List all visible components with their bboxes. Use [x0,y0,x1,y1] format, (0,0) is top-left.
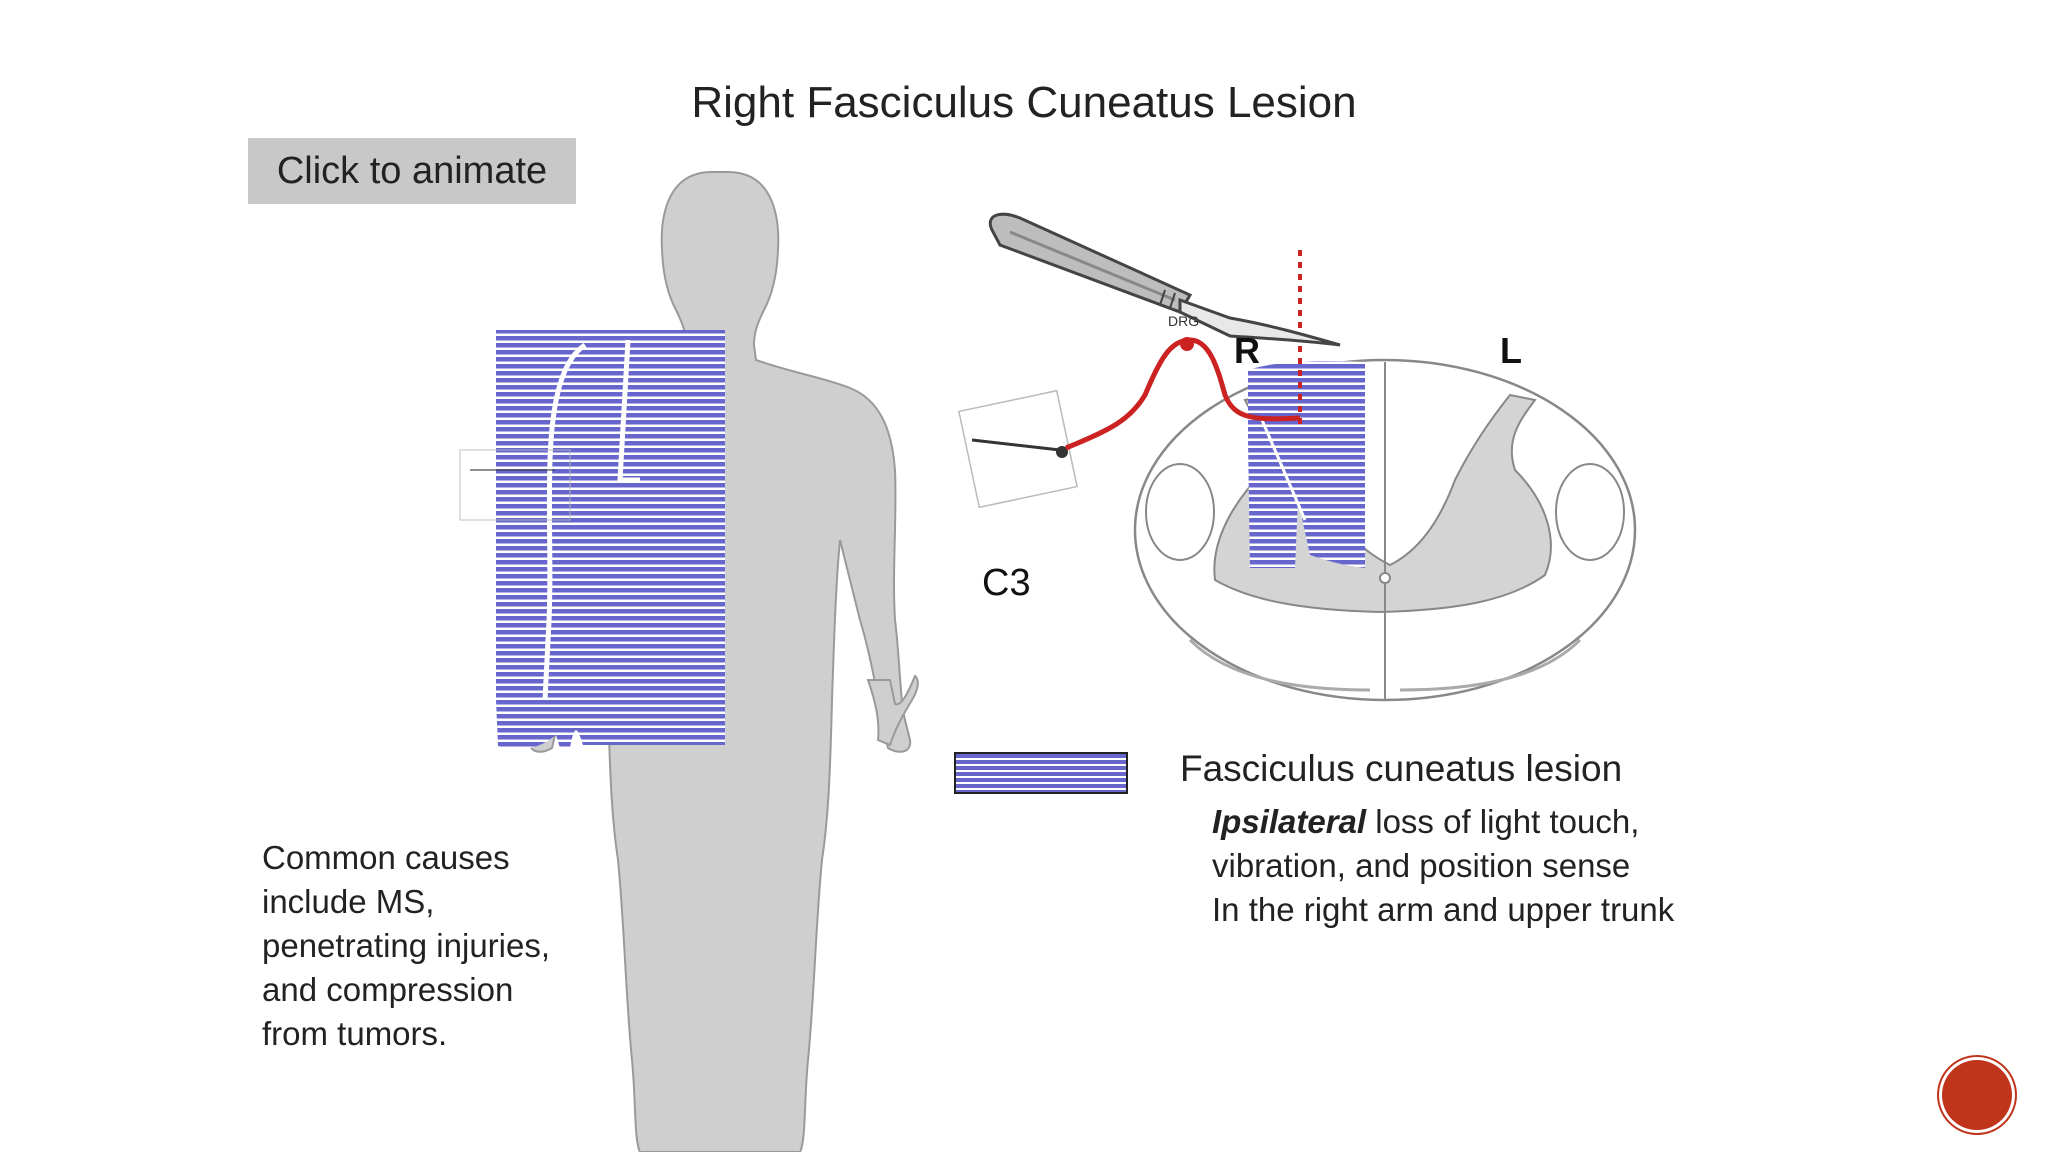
legend-emphasis: Ipsilateral [1212,803,1367,840]
slide-title: Right Fasciculus Cuneatus Lesion [691,78,1357,127]
causes-line: and compression [262,971,514,1008]
legend-title: Fasciculus cuneatus lesion [1180,748,1623,789]
neuron-inset-left [459,449,571,521]
side-label-left: L [1500,330,1522,371]
ganglion-label: DRG [1168,313,1199,329]
side-label-right: R [1234,330,1260,371]
left-hand [866,674,919,747]
next-slide-icon[interactable] [1942,1060,2012,1130]
lesion-area-cord [1248,360,1365,568]
legend-line-1-rest: loss of light touch, [1366,803,1640,840]
legend-swatch [954,752,1128,794]
causes-line: penetrating injuries, [262,927,551,964]
causes-line: from tumors. [262,1015,448,1052]
legend-line-1: Ipsilateral loss of light touch, [1212,800,1674,844]
legend-line-3: In the right arm and upper trunk [1212,891,1675,928]
arm-inner-outline [617,339,640,483]
legend-description: Ipsilateral loss of light touch, vibrati… [1212,800,1674,932]
arm-outline [542,342,587,701]
causes-line: Common causes [262,839,510,876]
lesion-area-body [496,330,725,749]
lesion-cord-divider [1260,419,1307,521]
scalpel-icon [988,212,1341,347]
common-causes-text: Common causes include MS, penetrating in… [262,836,622,1056]
spinal-cord-section [1133,358,1637,702]
click-to-animate-button[interactable]: Click to animate [248,138,576,204]
neuron-inset-right [958,389,1078,509]
legend-line-2: vibration, and position sense [1212,847,1631,884]
dermatome-label: C3 [982,562,1031,604]
causes-line: include MS, [262,883,435,920]
